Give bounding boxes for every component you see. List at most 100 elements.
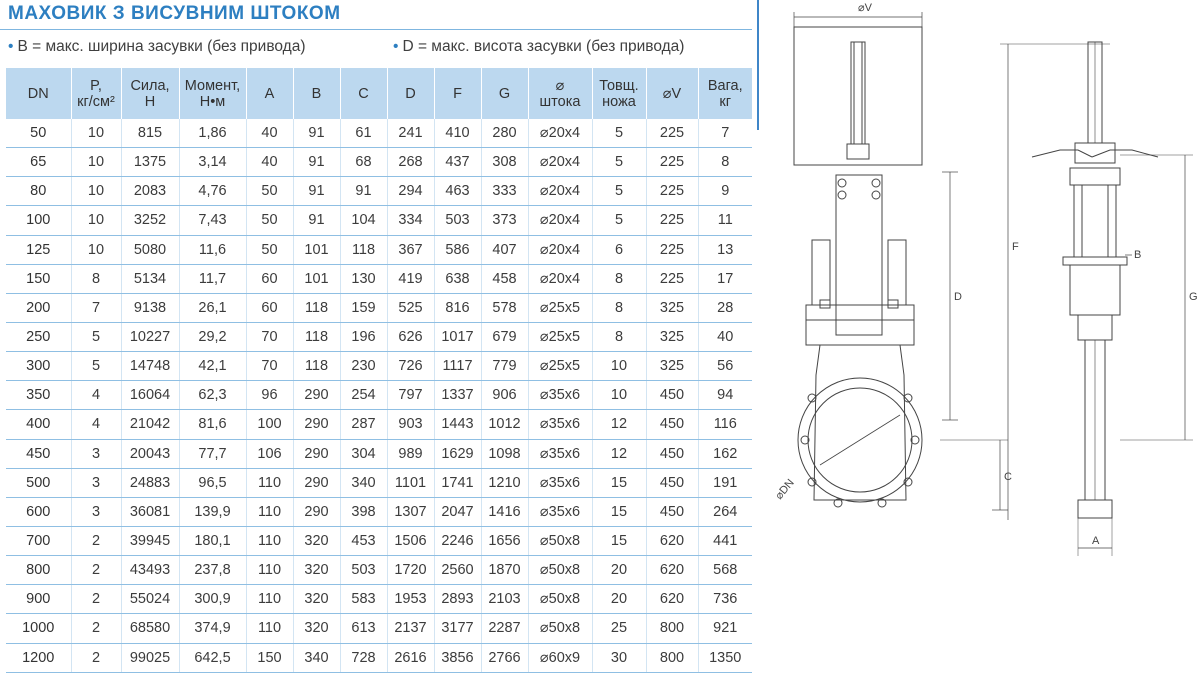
note-d-text: D = макс. висота засувки (без привода) bbox=[402, 38, 685, 55]
table-cell: 613 bbox=[340, 613, 388, 644]
table-cell: 62,3 bbox=[179, 380, 247, 411]
table-cell: 60 bbox=[246, 293, 294, 323]
table-cell: 373 bbox=[481, 205, 529, 236]
note-b-width: •B = макс. ширина засувки (без привода) bbox=[8, 38, 306, 56]
table-cell: 463 bbox=[434, 176, 482, 207]
table-cell: 7 bbox=[71, 293, 122, 323]
table-cell: 9 bbox=[698, 176, 752, 207]
table-cell: 24883 bbox=[121, 468, 180, 498]
table-cell: 300,9 bbox=[179, 584, 247, 615]
table-cell: 525 bbox=[387, 293, 435, 323]
table-cell: 583 bbox=[340, 584, 388, 615]
table-cell: ⌀25x5 bbox=[528, 351, 593, 382]
table-cell: 1012 bbox=[481, 409, 529, 440]
table-cell: 230 bbox=[340, 351, 388, 382]
table-cell: 15 bbox=[592, 468, 647, 498]
table-cell: 333 bbox=[481, 176, 529, 207]
table-cell: ⌀35x6 bbox=[528, 380, 593, 411]
table-cell: 8 bbox=[592, 293, 647, 323]
column-header: Момент,Н•м bbox=[179, 68, 247, 119]
table-cell: 50 bbox=[246, 205, 294, 236]
table-cell: 400 bbox=[6, 409, 72, 440]
table-cell: 334 bbox=[387, 205, 435, 236]
table-cell: 503 bbox=[434, 205, 482, 236]
column-header-text: B bbox=[311, 85, 322, 102]
table-cell: 600 bbox=[6, 497, 72, 527]
table-cell: 1629 bbox=[434, 439, 482, 469]
table-cell: 350 bbox=[6, 380, 72, 411]
table-cell: 225 bbox=[646, 119, 699, 149]
table-cell: 5 bbox=[592, 147, 647, 178]
table-cell: 1,86 bbox=[179, 119, 247, 149]
column-header: DN bbox=[6, 68, 72, 119]
table-cell: 180,1 bbox=[179, 526, 247, 557]
table-cell: 5080 bbox=[121, 235, 180, 265]
label-v: ⌀V bbox=[858, 2, 873, 14]
table-cell: 800 bbox=[646, 613, 699, 644]
table-cell: ⌀20x4 bbox=[528, 264, 593, 294]
table-cell: 325 bbox=[646, 351, 699, 382]
table-cell: ⌀25x5 bbox=[528, 293, 593, 323]
table-cell: 101 bbox=[293, 235, 341, 265]
table-cell: 2287 bbox=[481, 613, 529, 644]
table-cell: 419 bbox=[387, 264, 435, 294]
table-cell: 5 bbox=[592, 176, 647, 207]
table-cell: 815 bbox=[121, 119, 180, 149]
table-cell: 60 bbox=[246, 264, 294, 294]
table-cell: 3 bbox=[71, 497, 122, 527]
page-title: МАХОВИК З ВИСУВНИМ ШТОКОМ bbox=[8, 3, 341, 24]
table-cell: 2560 bbox=[434, 555, 482, 586]
table-cell: 398 bbox=[340, 497, 388, 527]
table-cell: 50 bbox=[246, 235, 294, 265]
table-cell: 65 bbox=[6, 147, 72, 178]
table-cell: 5 bbox=[71, 322, 122, 353]
table-cell: 70 bbox=[246, 322, 294, 353]
table-cell: 100 bbox=[6, 205, 72, 236]
table-cell: 110 bbox=[246, 526, 294, 557]
table-cell: 2083 bbox=[121, 176, 180, 207]
table-cell: 68 bbox=[340, 147, 388, 178]
table-cell: 441 bbox=[698, 526, 752, 557]
table-cell: ⌀35x6 bbox=[528, 409, 593, 440]
table-cell: 94 bbox=[698, 380, 752, 411]
table-cell: 1953 bbox=[387, 584, 435, 615]
table-cell: 250 bbox=[6, 322, 72, 353]
table-cell: 11,7 bbox=[179, 264, 247, 294]
label-g: G bbox=[1189, 291, 1198, 303]
table-cell: 2616 bbox=[387, 643, 435, 673]
table-cell: 374,9 bbox=[179, 613, 247, 644]
table-cell: 118 bbox=[293, 351, 341, 382]
table-cell: 1307 bbox=[387, 497, 435, 527]
table-cell: 118 bbox=[293, 293, 341, 323]
table-cell: 410 bbox=[434, 119, 482, 149]
table-cell: 453 bbox=[340, 526, 388, 557]
table-cell: 816 bbox=[434, 293, 482, 323]
table-cell: 1101 bbox=[387, 468, 435, 498]
column-header-text: G bbox=[498, 85, 511, 102]
table-cell: 903 bbox=[387, 409, 435, 440]
valve-drawing: ⌀V D C ⌀DN F G B A bbox=[773, 2, 1198, 556]
table-cell: 110 bbox=[246, 613, 294, 644]
table-cell: 200 bbox=[6, 293, 72, 323]
table-cell: 6 bbox=[592, 235, 647, 265]
table-cell: 1337 bbox=[434, 380, 482, 411]
table-cell: 50 bbox=[6, 119, 72, 149]
table-cell: 1375 bbox=[121, 147, 180, 178]
table-cell: 800 bbox=[646, 643, 699, 673]
table-cell: 450 bbox=[646, 497, 699, 527]
table-cell: 96,5 bbox=[179, 468, 247, 498]
table-cell: 3 bbox=[71, 439, 122, 469]
table-cell: 29,2 bbox=[179, 322, 247, 353]
table-cell: 500 bbox=[6, 468, 72, 498]
table-cell: 320 bbox=[293, 526, 341, 557]
table-cell: 2 bbox=[71, 555, 122, 586]
column-header-text: ножа bbox=[602, 93, 636, 110]
handwheel-cover bbox=[793, 26, 923, 166]
table-cell: 367 bbox=[387, 235, 435, 265]
valve-body bbox=[813, 344, 907, 501]
